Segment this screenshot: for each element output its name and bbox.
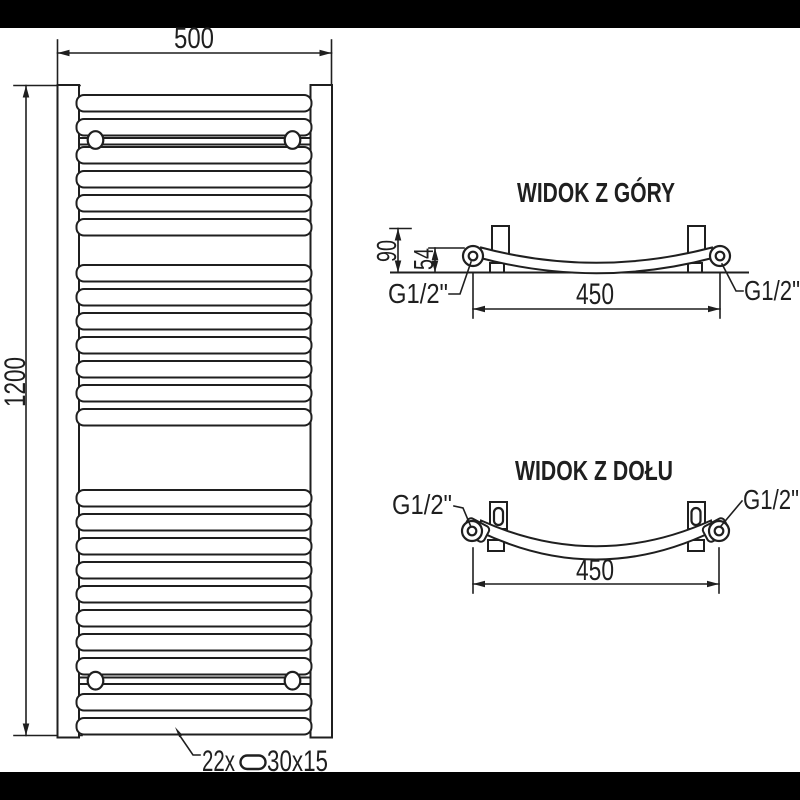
front-view: 500 1200	[0, 22, 333, 778]
bracket-circle-icon	[283, 670, 302, 691]
bracket-circle-icon	[283, 130, 302, 150]
tube-row	[75, 561, 313, 580]
tube-count-note: 22x 30x15	[175, 727, 328, 778]
wall-bracket-mounts	[86, 130, 302, 691]
connection-thread-label-left: G1/2"	[392, 489, 452, 520]
right-collector	[309, 84, 333, 739]
bracket-circle-icon	[86, 670, 105, 691]
tube-row	[75, 384, 313, 403]
view-from-bottom: WIDOK Z DOŁU 450 G1/2" G1/2"	[392, 455, 799, 594]
tube-row	[75, 717, 313, 736]
view-from-top: WIDOK Z GÓRY 90 54	[371, 177, 800, 319]
connection-thread-label-left: G1/2"	[388, 278, 448, 309]
height-dimension: 1200	[0, 84, 83, 737]
tube-row	[75, 118, 313, 137]
bracket-foot	[687, 262, 703, 274]
tube-row	[75, 489, 313, 508]
connection-thread-label-right: G1/2"	[743, 484, 799, 515]
top-black-bar	[0, 0, 800, 28]
tube-row	[75, 194, 313, 213]
wall-bracket-bars	[78, 137, 312, 685]
tube-row	[75, 408, 313, 427]
connection-spacing-dimension: 450	[472, 273, 721, 319]
width-dimension: 500	[56, 22, 333, 86]
bracket-circle-icon	[86, 130, 105, 150]
connection-thread-label-right: G1/2"	[744, 275, 800, 306]
width-dim-label: 500	[174, 22, 214, 55]
connection-spacing-label: 450	[576, 278, 614, 311]
tube-row	[75, 218, 313, 237]
connection-port-icon	[466, 525, 478, 537]
view-top-title: WIDOK Z GÓRY	[517, 177, 675, 208]
connection-spacing-dimension: 450	[472, 554, 720, 588]
leader-line	[453, 505, 473, 529]
connection-port-icon	[713, 525, 725, 537]
tube-row	[75, 609, 313, 628]
tube-count-label: 22x	[202, 745, 235, 778]
leader-line	[448, 260, 473, 295]
tube-size-label: 30x15	[267, 745, 328, 778]
bracket-slot-icon	[690, 506, 702, 527]
tube-row	[75, 657, 313, 676]
tube-row	[75, 513, 313, 532]
connection-port-icon	[714, 250, 726, 262]
tube-row	[75, 336, 313, 355]
depth-dim-label: 90	[371, 240, 402, 262]
tube-row	[75, 264, 313, 283]
tube-row	[75, 170, 313, 189]
wall-offset-dimension: 54	[408, 247, 465, 274]
leader-line	[720, 262, 744, 292]
bracket-foot	[687, 539, 705, 552]
tube-row	[75, 360, 313, 379]
tube-row	[75, 312, 313, 331]
bracket-foot	[487, 539, 505, 552]
bracket-foot	[489, 262, 505, 274]
depth-dimension: 90	[371, 227, 412, 274]
tube-row	[75, 146, 313, 165]
curved-tube-band	[477, 246, 716, 275]
view-bottom-title: WIDOK Z DOŁU	[515, 455, 673, 486]
tube-row	[75, 585, 313, 604]
tube-row	[75, 537, 313, 556]
connection-spacing-label: 450	[576, 554, 614, 587]
tube-row	[75, 288, 313, 307]
height-dim-label: 1200	[0, 357, 32, 407]
bracket-slot-icon	[492, 506, 505, 527]
connection-port-icon	[467, 250, 479, 262]
tube-row	[75, 693, 313, 712]
tube-row	[75, 633, 313, 652]
wall-offset-dim-label: 54	[408, 248, 439, 270]
tube-row	[75, 94, 313, 113]
leader-line	[719, 499, 744, 528]
bottom-black-bar	[0, 772, 800, 800]
oval-tube-profile-icon	[239, 754, 267, 771]
tube-rows	[75, 94, 313, 736]
